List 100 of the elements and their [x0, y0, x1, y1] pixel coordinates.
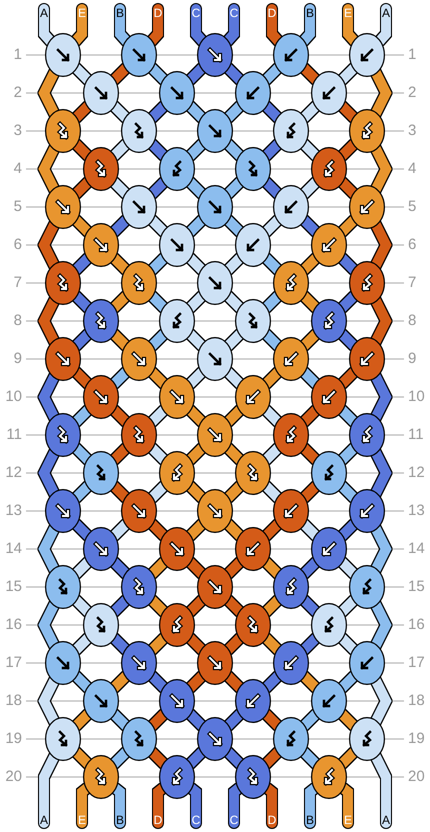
knot-oval	[121, 489, 157, 533]
string-end-tab: E	[76, 3, 88, 31]
string-strand	[338, 710, 358, 730]
string-strand	[148, 216, 168, 236]
row-number: 11	[408, 427, 424, 443]
knot-oval	[197, 641, 233, 685]
string-strand	[224, 216, 244, 236]
knot-oval	[45, 337, 81, 381]
knot-oval	[45, 261, 81, 305]
row-number: 2	[14, 85, 22, 101]
string-strand	[224, 558, 244, 578]
string-strand	[72, 482, 92, 502]
string-strand	[186, 140, 206, 160]
string-strand	[338, 64, 358, 84]
knot-oval	[273, 641, 309, 685]
row-number: 1	[408, 47, 416, 63]
knot-oval	[235, 375, 271, 419]
string-end-tab: A	[380, 796, 392, 829]
string-strand	[262, 520, 282, 540]
knot-oval	[159, 223, 195, 267]
knot-oval	[311, 451, 347, 495]
string-strand	[112, 784, 125, 797]
string-strand	[72, 368, 92, 388]
knot-oval	[349, 185, 385, 229]
string-strand	[38, 450, 59, 496]
knot-oval	[311, 299, 347, 343]
string-strand	[38, 602, 59, 648]
string-strand	[224, 596, 244, 616]
knot-oval	[45, 185, 81, 229]
knot-oval	[83, 603, 119, 647]
string-strand	[224, 444, 244, 464]
string-strand	[38, 374, 59, 420]
string-strand	[371, 450, 392, 496]
string-strand	[371, 526, 392, 572]
row-number: 6	[14, 237, 22, 253]
knot-oval	[83, 147, 119, 191]
knot-oval	[273, 717, 309, 761]
string-end-tab: A	[38, 3, 50, 31]
knot-oval	[159, 147, 195, 191]
string-strand	[300, 596, 320, 616]
string-strand	[110, 482, 130, 502]
string-strand	[38, 298, 59, 344]
string-strand	[300, 102, 320, 122]
knot-oval	[197, 413, 233, 457]
knot-oval	[349, 717, 385, 761]
string-strand	[186, 710, 206, 730]
string-strand	[186, 216, 206, 236]
knot-oval	[197, 33, 233, 77]
string-strand	[371, 222, 392, 268]
string-strand	[224, 102, 244, 122]
string-strand	[224, 140, 244, 160]
knot-oval	[83, 375, 119, 419]
string-strand	[262, 292, 282, 312]
string-strand	[148, 748, 168, 768]
string-strand	[262, 482, 282, 502]
string-strand	[262, 368, 282, 388]
row-number: 4	[14, 161, 22, 177]
knot-oval	[235, 755, 271, 799]
string-strand	[148, 444, 168, 464]
string-strand	[262, 406, 282, 426]
string-end-tab: A	[380, 3, 392, 31]
knot-oval	[235, 71, 271, 115]
row-number: 19	[408, 731, 425, 747]
string-strand	[338, 292, 358, 312]
row-number: 7	[408, 275, 416, 291]
knot-oval	[197, 565, 233, 609]
string-strand	[148, 406, 168, 426]
knot-oval	[159, 375, 195, 419]
row-number: 4	[408, 161, 416, 177]
string-strand	[39, 29, 55, 45]
knot-oval	[121, 641, 157, 685]
knot-oval	[197, 185, 233, 229]
row-number: 10	[5, 389, 22, 405]
string-strand	[72, 292, 92, 312]
string-end-tab: B	[304, 796, 316, 829]
string-end-tab: E	[342, 3, 354, 31]
string-strand	[224, 710, 244, 730]
string-strand	[300, 140, 320, 160]
string-strand	[148, 672, 168, 692]
string-strand	[191, 29, 207, 45]
string-strand	[110, 216, 130, 236]
knot-oval	[235, 527, 271, 571]
knot-oval	[83, 527, 119, 571]
string-strand	[72, 748, 92, 768]
knot-oval	[159, 527, 195, 571]
string-strand	[224, 520, 244, 540]
row-number: 12	[408, 465, 425, 481]
row-number: 18	[408, 693, 425, 709]
string-end-tab: D	[266, 3, 278, 31]
string-strand	[186, 178, 206, 198]
string-strand	[338, 216, 358, 236]
string-strand	[338, 178, 358, 198]
knot-oval	[197, 337, 233, 381]
string-strand	[262, 444, 282, 464]
string-strand	[38, 222, 59, 268]
row-number: 20	[408, 769, 425, 785]
row-number: 5	[14, 199, 22, 215]
string-strand	[343, 29, 359, 45]
knot-oval	[273, 261, 309, 305]
row-number: 13	[408, 503, 425, 519]
